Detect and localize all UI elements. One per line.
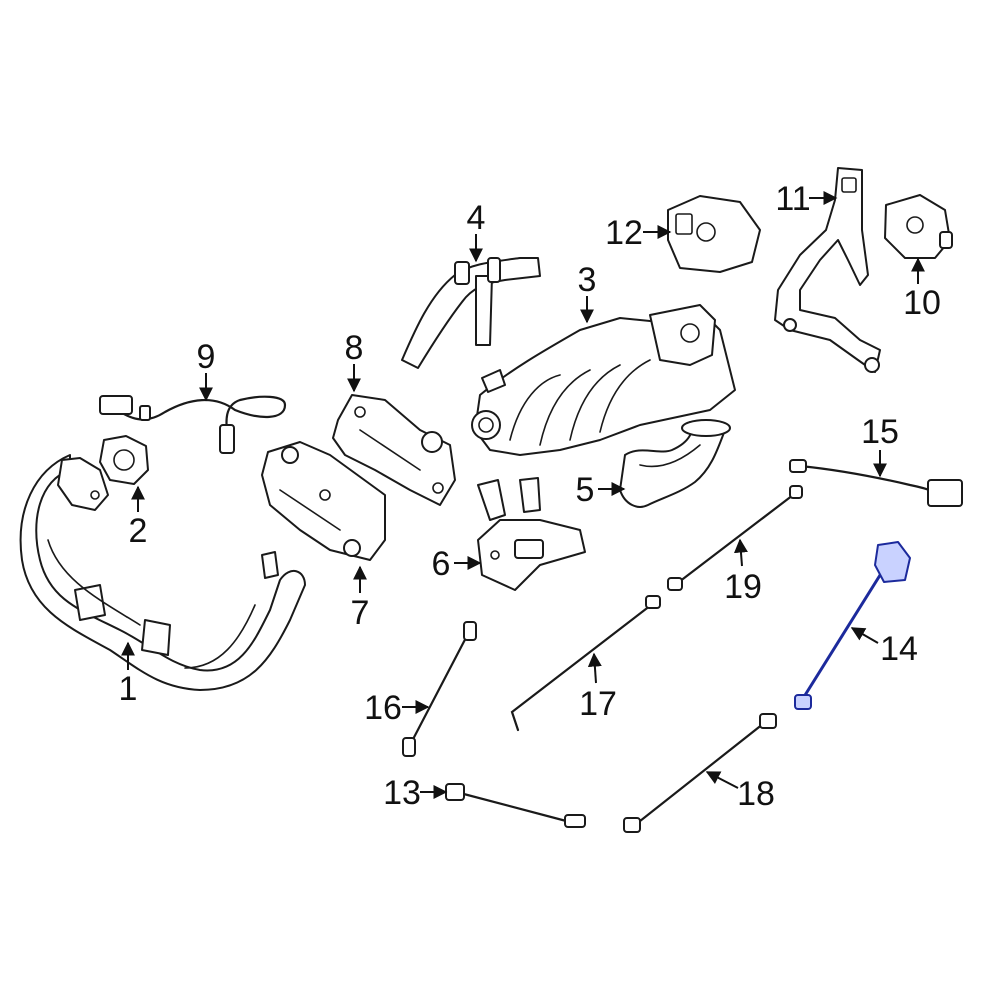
part-4-hose[interactable]	[401, 257, 541, 369]
part-5-egr-pipe[interactable]	[619, 419, 731, 508]
part-15-sensor[interactable]	[789, 459, 963, 507]
part-18-probe[interactable]	[623, 713, 777, 833]
callout-11[interactable]: 11	[775, 180, 810, 218]
part-2-gasket[interactable]	[99, 435, 149, 485]
leader-17	[587, 652, 602, 684]
callout-14[interactable]: 14	[880, 630, 918, 668]
callout-3[interactable]: 3	[578, 261, 597, 299]
part-14-sensor-highlighted[interactable]	[794, 541, 911, 710]
leader-19	[733, 538, 748, 567]
part-13-probe[interactable]	[445, 783, 586, 828]
callout-9[interactable]: 9	[197, 338, 216, 376]
callout-labels: 1 2 3 4 5 6 7 8 9 10 11 12 13 14 15 16 1…	[119, 180, 941, 813]
part-1-exhaust-pipe[interactable]	[19, 454, 306, 691]
callout-16[interactable]: 16	[364, 689, 402, 727]
callout-19[interactable]: 19	[724, 568, 762, 606]
callout-15[interactable]: 15	[861, 413, 899, 451]
callout-2[interactable]: 2	[129, 512, 148, 550]
callout-5[interactable]: 5	[576, 471, 595, 509]
part-17-sensor-tube[interactable]	[510, 595, 661, 732]
callout-7[interactable]: 7	[351, 594, 370, 632]
part-8-gasket-plate[interactable]	[332, 394, 456, 506]
part-9-sensor[interactable]	[99, 395, 287, 454]
callout-18[interactable]: 18	[737, 775, 775, 813]
part-10-actuator[interactable]	[884, 194, 953, 259]
callout-10[interactable]: 10	[903, 284, 941, 322]
callout-4[interactable]: 4	[467, 199, 486, 237]
callout-17[interactable]: 17	[579, 685, 617, 723]
part-16-sensor-rod[interactable]	[402, 621, 477, 757]
callout-13[interactable]: 13	[383, 774, 421, 812]
callout-6[interactable]: 6	[432, 545, 451, 583]
callout-1[interactable]: 1	[119, 670, 138, 708]
part-7-egr-cooler[interactable]	[261, 441, 386, 561]
leader-18	[705, 771, 739, 789]
leader-lines	[121, 191, 925, 799]
part-11-bracket[interactable]	[774, 167, 881, 373]
part-19-sensor-rod[interactable]	[667, 485, 803, 591]
part-3-manifold-assembly[interactable]	[471, 304, 736, 456]
leader-14	[850, 627, 879, 644]
callout-12[interactable]: 12	[605, 214, 643, 252]
part-12-cover[interactable]	[667, 195, 761, 273]
part-6-bracket[interactable]	[477, 477, 586, 591]
callout-8[interactable]: 8	[345, 329, 364, 367]
